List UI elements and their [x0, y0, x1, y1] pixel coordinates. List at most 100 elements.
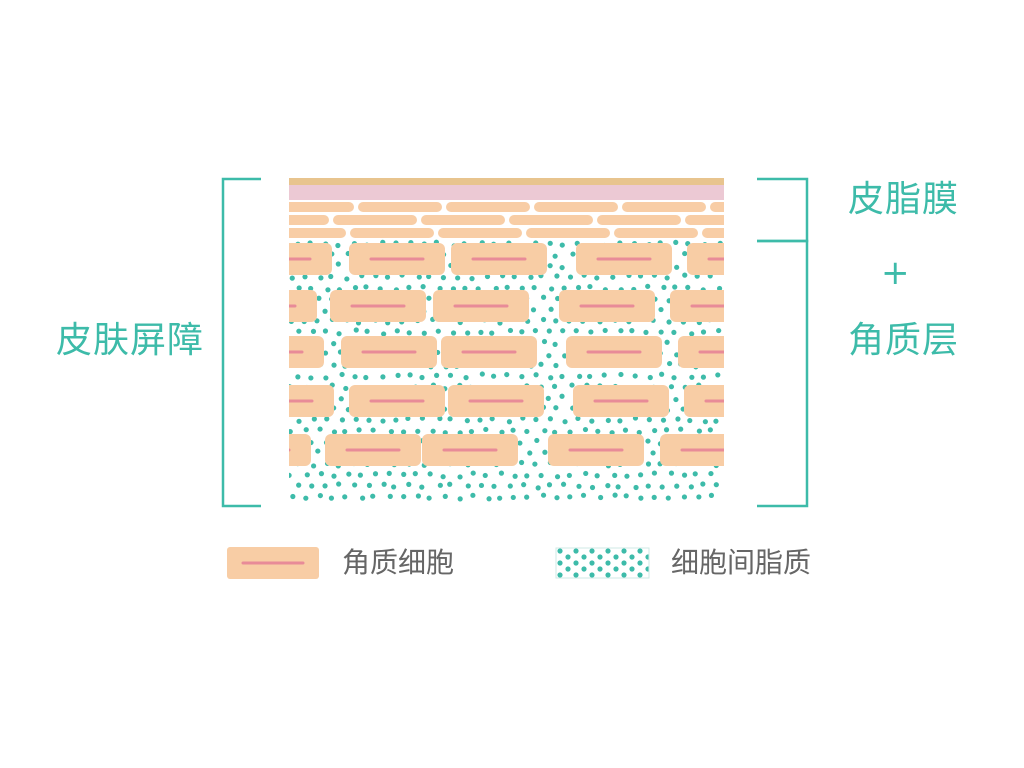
lipid-dot	[547, 416, 553, 422]
lipid-dot	[624, 473, 630, 479]
flat-cell	[534, 202, 618, 212]
lipid-dot	[533, 372, 539, 378]
lipid-dot	[682, 272, 688, 278]
lipid-dot	[427, 471, 433, 477]
corneocyte-cell	[548, 434, 644, 466]
lipid-dot	[468, 428, 475, 435]
lipid-dot	[716, 285, 723, 292]
upper-flat-cells	[289, 202, 724, 238]
lipid-dot	[308, 375, 314, 381]
lipid-dot	[290, 493, 296, 500]
lipid-dot	[415, 493, 422, 499]
lipid-dot	[688, 484, 694, 490]
legend-corneocyte-label: 角质细胞	[342, 546, 455, 579]
lipid-dot	[696, 494, 702, 500]
lipid-dot	[482, 472, 488, 479]
lipid-dot	[324, 416, 330, 422]
lipid-dot	[469, 276, 475, 282]
lipid-dot	[666, 319, 672, 325]
lipid-dot	[497, 495, 503, 501]
lipid-dot	[336, 331, 342, 337]
lipid-dot	[317, 492, 323, 499]
lipid-dot	[478, 482, 485, 489]
lipid-dot	[437, 482, 443, 488]
lipid-dot	[535, 485, 541, 491]
lipid-dot	[659, 484, 665, 490]
lipid-dot	[617, 418, 623, 424]
lipid-dot	[504, 371, 510, 378]
lipid-dot	[675, 416, 681, 422]
lipid-dot	[440, 474, 446, 480]
lipid-dot	[512, 473, 518, 479]
lipid-dot	[339, 371, 345, 378]
lipid-dot	[702, 419, 708, 425]
lipid-dot	[296, 418, 302, 424]
flat-cell	[289, 202, 354, 212]
lipid-dot	[547, 263, 553, 269]
lipid-dot	[363, 284, 369, 290]
lipid-dot	[562, 419, 568, 425]
flat-cell	[597, 215, 681, 225]
lipid-dot	[524, 494, 530, 500]
lipid-dot	[580, 492, 587, 498]
lipid-dot	[401, 471, 407, 477]
lipid-dot	[633, 484, 639, 491]
sebum-pink-stripe	[289, 185, 724, 200]
lipid-dot	[700, 481, 706, 487]
right-bracket-bottom	[757, 239, 809, 508]
lipid-dot	[708, 470, 714, 477]
lipid-dot	[302, 274, 308, 280]
lipid-dot	[310, 463, 317, 469]
lipid-dot	[612, 492, 618, 498]
lipid-dot	[296, 285, 302, 291]
lipid-dot	[407, 372, 413, 378]
lipid-dot	[317, 426, 323, 432]
lipid-dot	[457, 474, 463, 480]
lipid-dot	[295, 374, 301, 380]
lipid-dot	[567, 274, 574, 280]
lipid-dot	[434, 372, 440, 379]
flat-cell	[702, 228, 724, 238]
lipid-dot	[490, 373, 497, 379]
lipid-dot	[612, 472, 618, 478]
lipid-dot	[447, 372, 454, 378]
lipid-dot	[437, 285, 443, 292]
lipid-dot	[530, 307, 537, 313]
lipid-dot	[447, 416, 453, 422]
lipid-dot	[707, 427, 713, 433]
lipid-dot	[687, 417, 693, 424]
lipid-dot	[545, 395, 551, 401]
lipid-dot	[483, 426, 489, 433]
lipid-dot	[406, 330, 412, 336]
corneocyte-cell	[349, 385, 445, 417]
lipid-dot	[372, 471, 379, 477]
lipid-dot	[394, 328, 400, 334]
lipid-dot	[493, 285, 499, 292]
sebum-film-label: 皮脂膜	[848, 179, 960, 220]
lipid-dot	[322, 350, 329, 356]
corneocyte-cell	[660, 434, 724, 466]
lipid-dot	[342, 428, 348, 435]
corneocyte-cell	[573, 385, 669, 417]
lipid-dot	[647, 374, 653, 381]
lipid-dot	[678, 426, 684, 432]
lipid-dot	[682, 250, 688, 257]
lipid-dot	[406, 284, 412, 291]
lipid-dot	[651, 494, 657, 500]
lipid-dot	[346, 471, 352, 477]
lipid-dot	[527, 450, 533, 456]
lipid-dot	[465, 483, 471, 489]
legend-lipid-label: 细胞间脂质	[671, 546, 812, 579]
lipid-dot	[643, 329, 649, 335]
flat-cell	[446, 202, 530, 212]
corneocyte-cell	[576, 243, 672, 275]
lipid-dot	[318, 471, 325, 477]
lipid-dot	[336, 481, 342, 487]
lipid-dot	[541, 338, 548, 345]
lipid-dot	[335, 261, 341, 267]
stratum-corneum-label: 角质层	[848, 320, 960, 361]
lipid-dot	[715, 372, 721, 378]
lipid-dot	[645, 483, 651, 489]
lipid-dot	[532, 327, 538, 334]
